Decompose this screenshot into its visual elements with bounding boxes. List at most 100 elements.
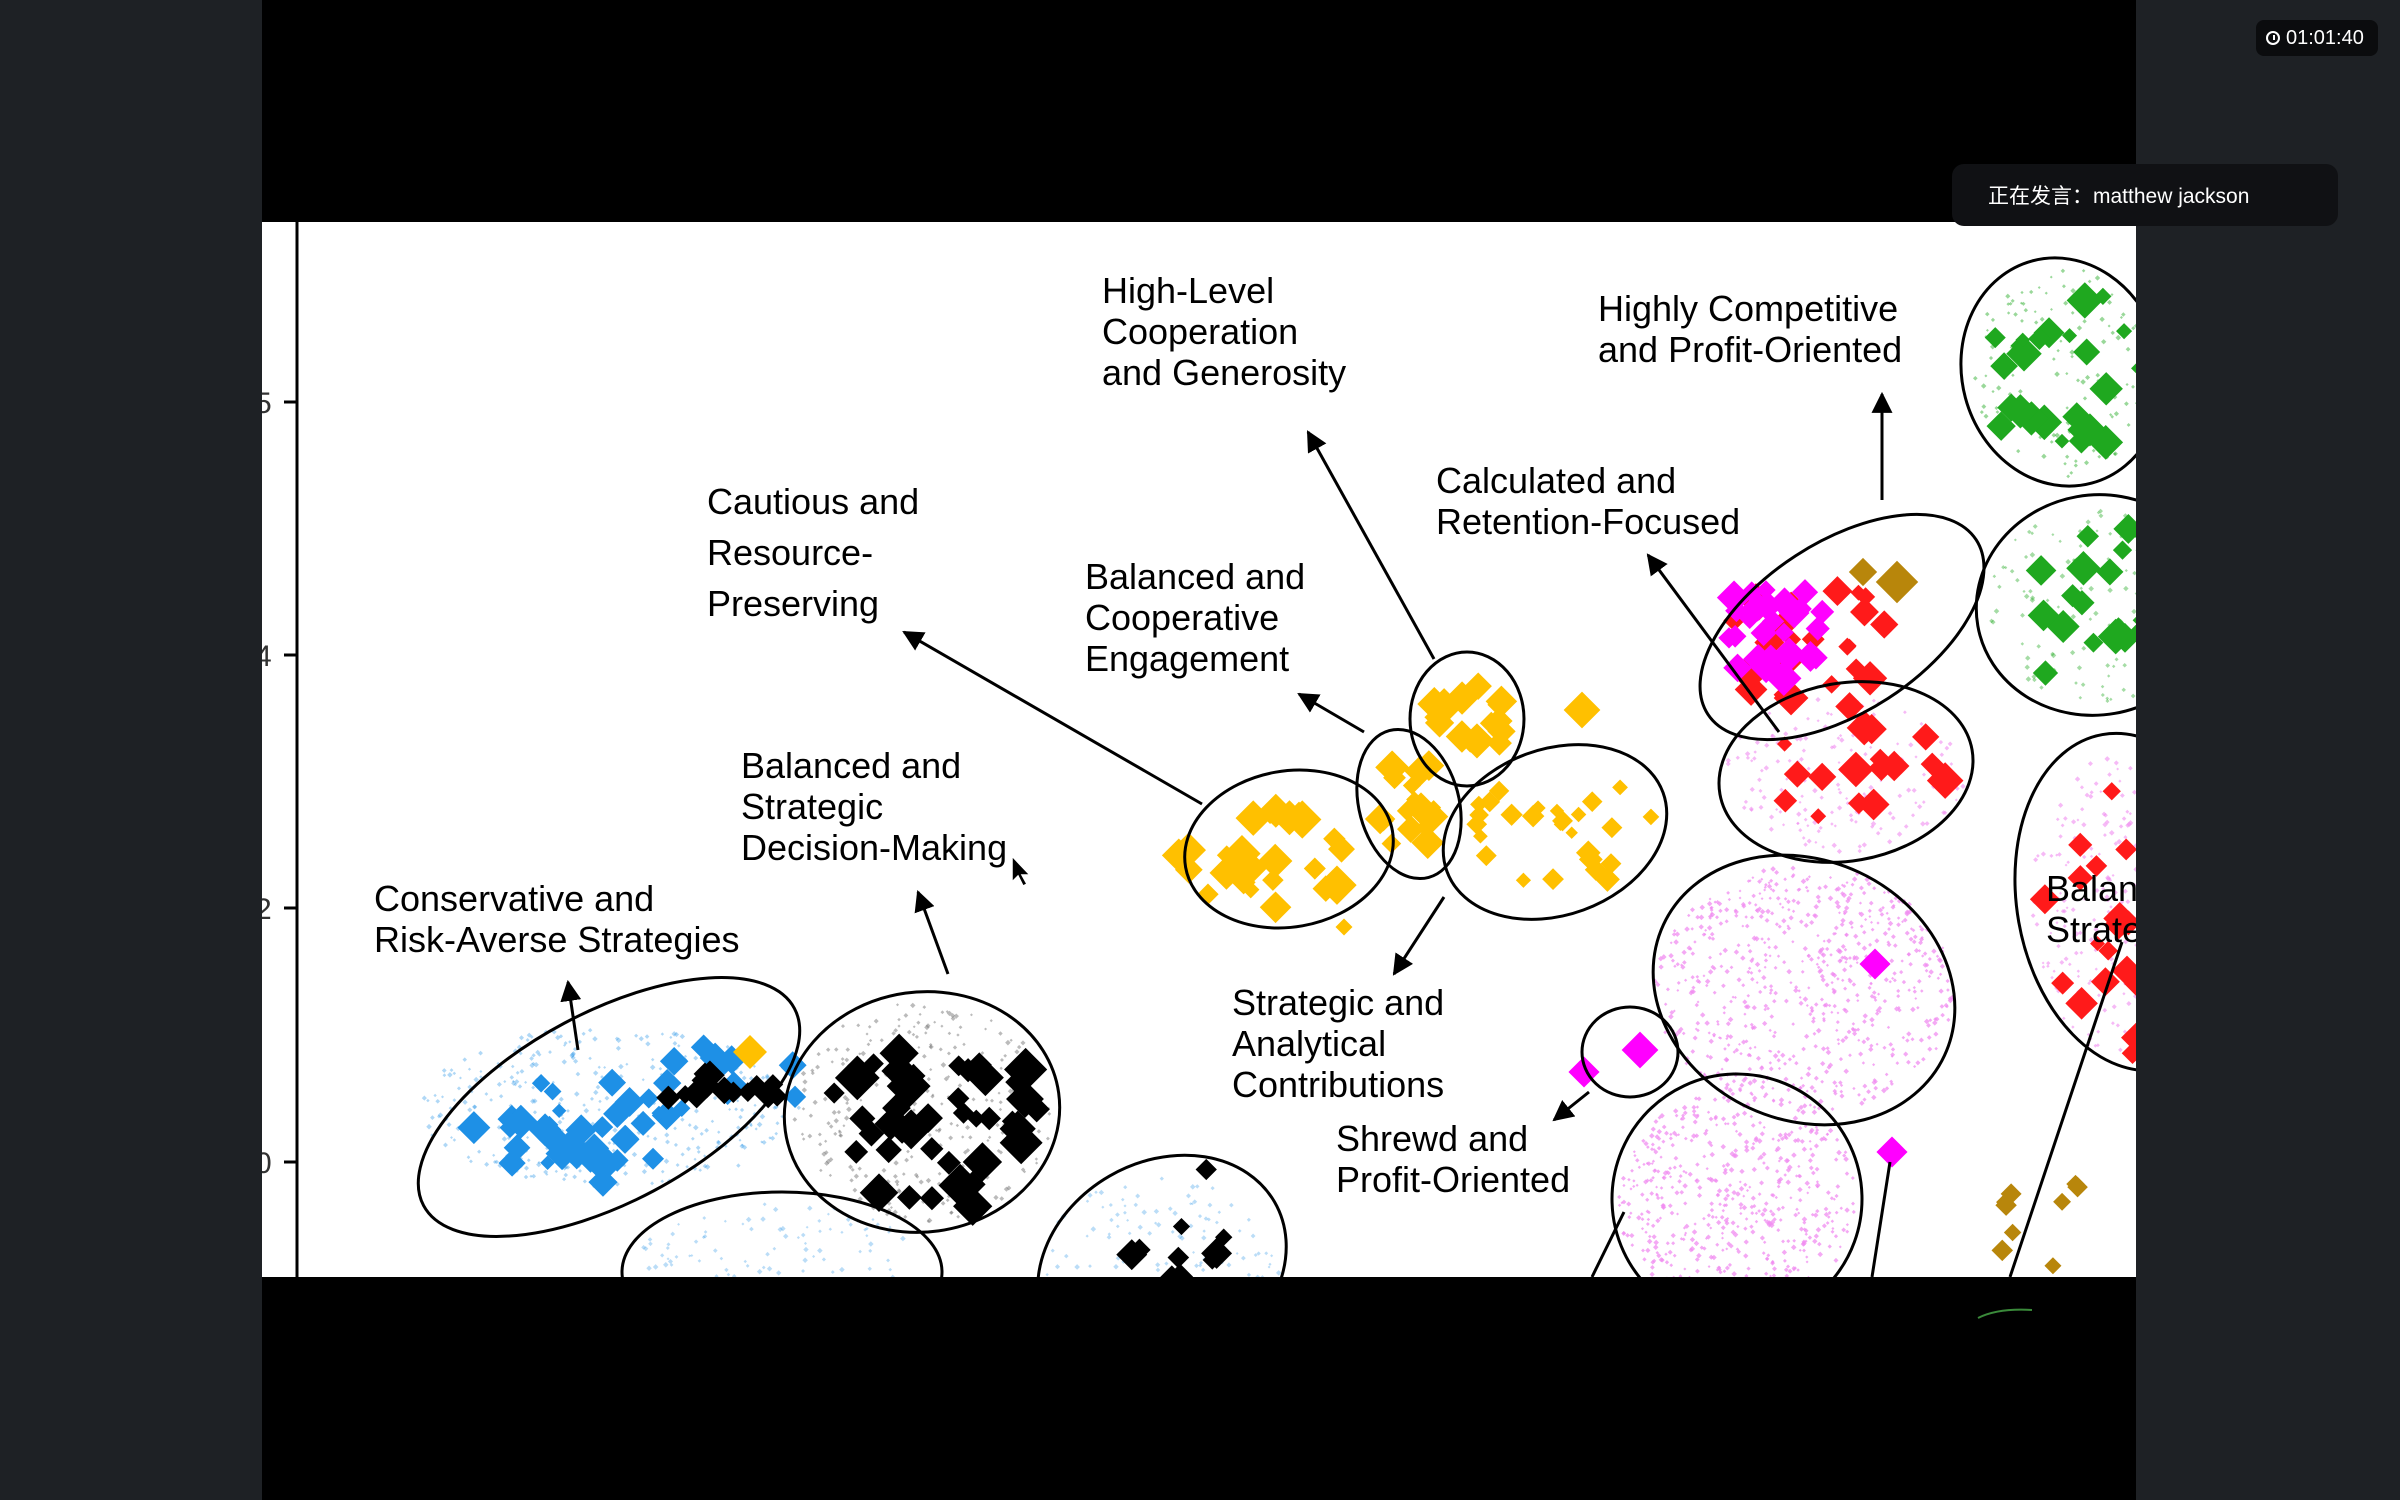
- scatter-marker: [2079, 785, 2084, 790]
- scatter-marker: [859, 1098, 863, 1102]
- scatter-marker: [1750, 1211, 1755, 1216]
- scatter-marker: [1754, 1211, 1759, 1215]
- scatter-marker: [946, 1075, 951, 1079]
- scatter-marker: [1766, 937, 1771, 941]
- scatter-marker: [1755, 1055, 1762, 1061]
- scatter-marker: [1892, 903, 1896, 908]
- scatter-marker: [531, 1173, 537, 1179]
- scatter-marker: [1835, 903, 1842, 910]
- scatter-marker: [1798, 1000, 1804, 1006]
- scatter-marker: [450, 1136, 453, 1139]
- scatter-marker: [1664, 1130, 1669, 1136]
- scatter-marker: [736, 1099, 740, 1103]
- scatter-marker: [1679, 1189, 1685, 1195]
- scatter-marker: [1858, 911, 1862, 915]
- scatter-marker: [1828, 876, 1833, 880]
- scatter-marker: [1696, 1192, 1703, 1198]
- scatter-marker: [1869, 994, 1875, 999]
- scatter-marker: [1676, 980, 1681, 985]
- scatter-marker: [1710, 911, 1713, 915]
- scatter-marker: [1773, 965, 1778, 970]
- scatter-marker: [1848, 956, 1852, 960]
- scatter-marker: [1760, 897, 1764, 901]
- scatter-marker: [946, 1051, 951, 1056]
- scatter-marker: [650, 1181, 655, 1186]
- scatter-marker: [1740, 955, 1746, 961]
- scatter-marker: [1743, 799, 1749, 804]
- scatter-marker: [2073, 463, 2078, 468]
- scatter-marker: [1798, 995, 1802, 999]
- scatter-marker: [1686, 1275, 1693, 1277]
- scatter-marker: [1833, 1234, 1839, 1239]
- scatter-marker: [1210, 1186, 1215, 1191]
- scatter-marker: [1806, 889, 1810, 893]
- scatter-marker: [1815, 697, 1821, 703]
- scatter-marker: [2107, 324, 2111, 328]
- scatter-marker: [1417, 801, 1449, 833]
- scatter-marker: [1521, 804, 1545, 828]
- scatter-marker: [818, 1229, 822, 1234]
- scatter-marker: [1741, 805, 1747, 810]
- scatter-marker: [1857, 788, 1890, 821]
- scatter-marker: [2058, 834, 2063, 839]
- scatter-marker: [2097, 852, 2101, 856]
- scatter-marker: [1767, 945, 1771, 950]
- scatter-marker: [1741, 903, 1747, 909]
- scatter-marker: [1886, 1025, 1891, 1030]
- meeting-timer: 01:01:40: [2256, 20, 2378, 56]
- scatter-marker: [1774, 622, 1794, 643]
- scatter-marker: [917, 1045, 921, 1049]
- scatter-marker: [1707, 1031, 1711, 1035]
- scatter-marker: [1778, 1176, 1784, 1182]
- scatter-marker: [1464, 672, 1492, 700]
- scatter-marker: [1683, 1201, 1688, 1206]
- scatter-marker: [1872, 1063, 1876, 1067]
- scatter-marker: [1778, 902, 1782, 906]
- scatter-marker: [817, 1218, 822, 1223]
- scatter-marker: [817, 1247, 823, 1254]
- scatter-marker: [2123, 835, 2128, 840]
- scatter-marker: [421, 1095, 427, 1101]
- scatter-marker: [1629, 1211, 1633, 1215]
- scatter-marker: [1709, 905, 1714, 910]
- scatter-marker: [1758, 804, 1764, 810]
- scatter-marker: [1188, 1223, 1194, 1229]
- scatter-marker: [1835, 782, 1841, 787]
- scatter-marker: [1687, 1171, 1693, 1177]
- scatter-marker: [1725, 757, 1732, 764]
- scatter-marker: [1816, 829, 1821, 834]
- scatter-marker: [1983, 413, 1989, 419]
- scatter-marker: [2096, 510, 2101, 515]
- scatter-marker: [2064, 863, 2068, 867]
- scatter-marker: [1742, 999, 1748, 1005]
- presentation-slide: 5 4 2 0 High-Level Cooperation and Gener…: [262, 222, 2136, 1277]
- scatter-marker: [1759, 1180, 1765, 1186]
- scatter-marker: [1905, 1038, 1910, 1043]
- scatter-marker: [1862, 1097, 1867, 1102]
- scatter-marker: [570, 1055, 576, 1061]
- scatter-marker: [2036, 644, 2041, 649]
- scatter-marker: [1846, 710, 1882, 746]
- scatter-marker: [1270, 1254, 1274, 1258]
- scatter-marker: [1787, 908, 1791, 912]
- scatter-marker: [1850, 597, 1879, 627]
- scatter-marker: [1769, 1014, 1775, 1019]
- scatter-marker: [800, 1232, 806, 1238]
- scatter-marker: [607, 1141, 612, 1145]
- scatter-marker: [1695, 1105, 1700, 1109]
- scatter-marker: [1855, 993, 1860, 998]
- scatter-marker: [1772, 1053, 1779, 1059]
- scatter-marker: [1871, 990, 1877, 995]
- scatter-marker: [1783, 1076, 1789, 1082]
- scatter-marker: [1743, 644, 1774, 675]
- scatter-marker: [723, 1219, 727, 1223]
- scatter-marker: [1870, 927, 1875, 932]
- scatter-marker: [828, 1157, 834, 1162]
- scatter-marker: [2062, 1016, 2066, 1021]
- scatter-marker: [2058, 539, 2062, 543]
- scatter-marker: [1776, 954, 1781, 958]
- scatter-marker: [595, 1084, 601, 1090]
- arrow-balanced-coop: [1297, 692, 1365, 734]
- scatter-marker: [1727, 1262, 1732, 1267]
- scatter-marker: [962, 1042, 966, 1047]
